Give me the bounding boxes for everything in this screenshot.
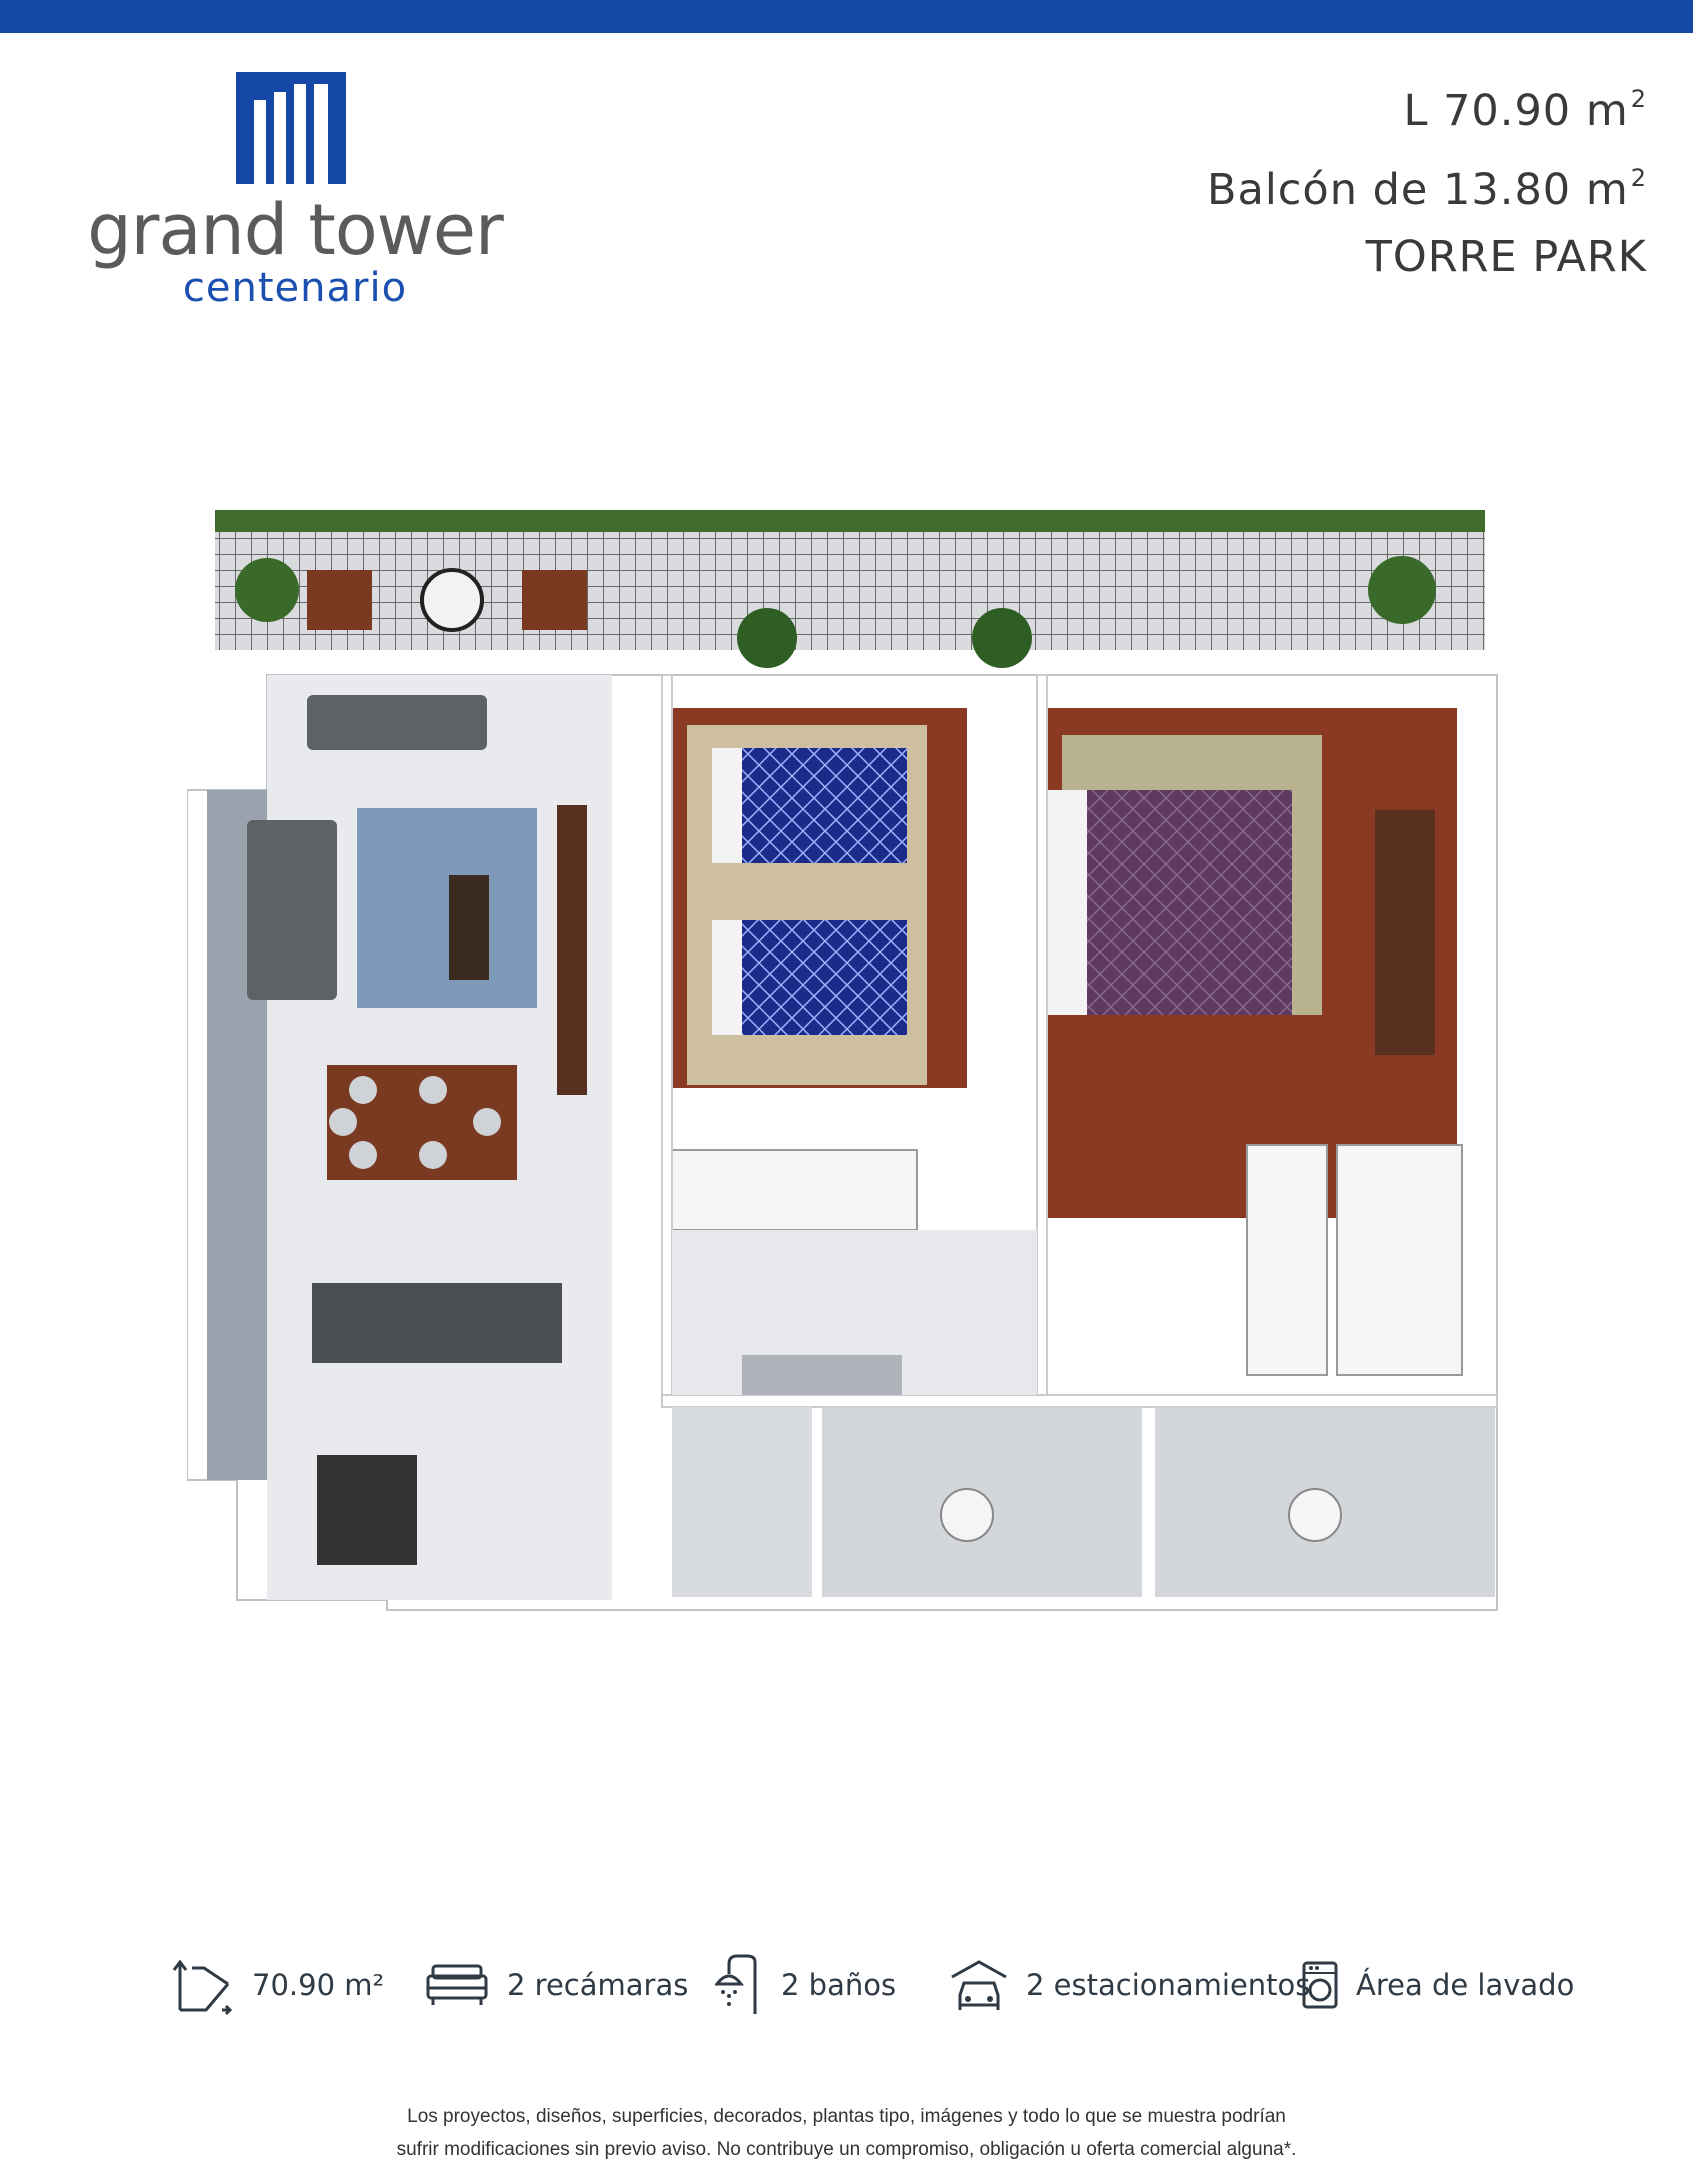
floor-plan-image (187, 510, 1498, 1611)
feature-bedrooms: 2 recámaras (425, 1950, 688, 2020)
feature-strip: 70.90 m² 2 recámaras 2 baños 2 estaciona… (0, 1950, 1693, 2020)
bed-icon (426, 1964, 488, 2005)
brand-subname: centenario (182, 265, 408, 311)
top-accent-bar (0, 0, 1693, 33)
disclaimer-line-1: Los proyectos, diseños, superficies, dec… (407, 2106, 1286, 2127)
balcony-area-drawing (215, 510, 1485, 668)
tower-logo-icon (236, 72, 346, 184)
feature-parking: 2 estacionamientos (950, 1950, 1310, 2020)
area-icon (172, 1959, 233, 2016)
washer-icon (1302, 1961, 1338, 2009)
brand-name: grand tower (87, 189, 504, 271)
disclaimer-line-2: sufrir modificaciones sin previo aviso. … (396, 2139, 1297, 2160)
tower-name: TORRE PARK (1365, 232, 1647, 282)
parking-icon (951, 1960, 1007, 2010)
feature-laundry: Área de lavado (1302, 1950, 1574, 2020)
shower-icon (715, 1954, 757, 2014)
unit-specs: L 70.90 m2 Balcón de 13.80 m2 TORRE PARK (1207, 66, 1647, 291)
unit-area: L 70.90 m2 (1403, 85, 1647, 136)
brand-logo: grand tower centenario (75, 72, 515, 312)
legal-disclaimer: Los proyectos, diseños, superficies, dec… (0, 2100, 1693, 2166)
feature-bathrooms: 2 baños (715, 1950, 896, 2020)
balcony-area: Balcón de 13.80 m2 (1206, 164, 1647, 215)
feature-area: 70.90 m² (172, 1950, 384, 2020)
